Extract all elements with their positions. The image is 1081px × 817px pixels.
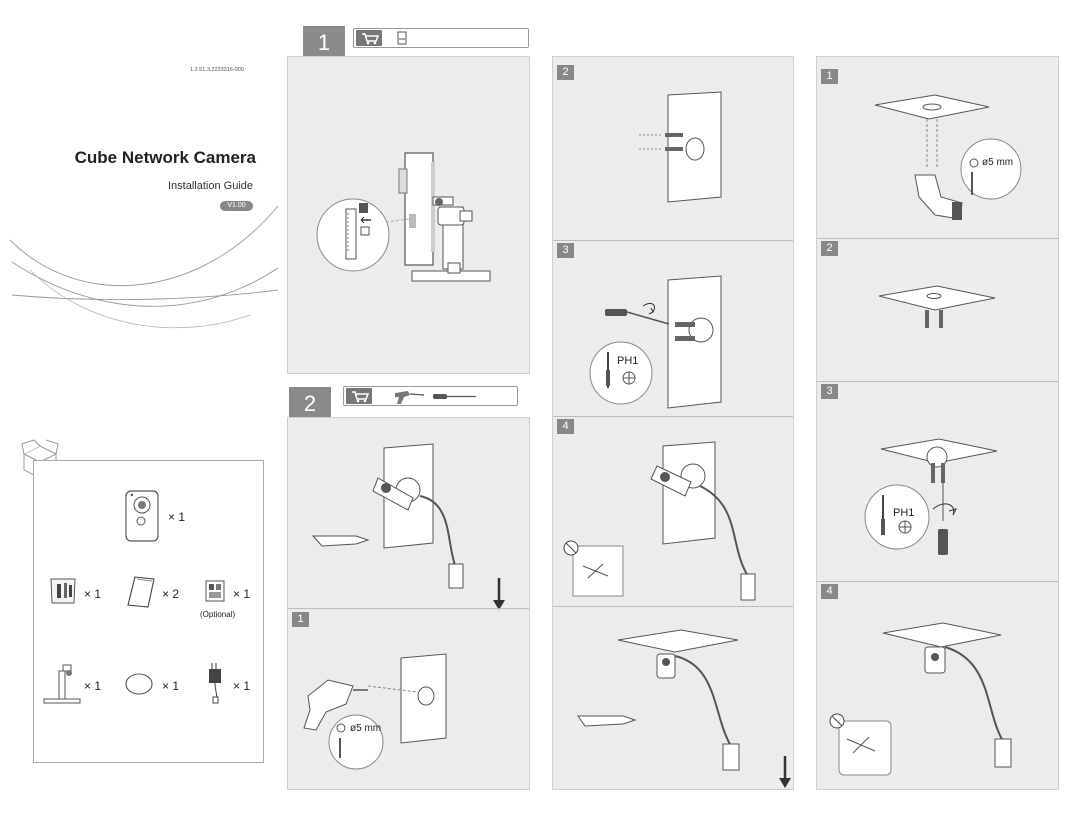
cart-icon	[356, 30, 382, 46]
documents-icon	[127, 576, 155, 608]
documents-qty: × 2	[162, 587, 180, 601]
step-number: 1	[821, 69, 838, 84]
drill-wall-illustration	[303, 653, 447, 770]
step-number: 1	[292, 612, 309, 627]
sd-card-optional: (Optional)	[200, 610, 236, 619]
screw-bag-icon	[50, 578, 76, 604]
cover-subtitle: Installation Guide	[168, 180, 253, 192]
step-number: 4	[821, 584, 838, 599]
sticker-qty: × 1	[162, 679, 180, 693]
version-badge: V1.00	[220, 201, 253, 211]
decorative-curves	[9, 205, 279, 329]
power-adapter-icon	[209, 663, 221, 704]
screwdriver-label: PH1	[617, 355, 639, 367]
wall-mount-illustration	[311, 443, 505, 610]
part-number: 1.2.51.3.2233316-000	[190, 67, 244, 73]
camera-qty: × 1	[168, 510, 186, 524]
cart-icon	[346, 388, 372, 404]
camera-icon	[125, 490, 159, 542]
bracket-icon	[43, 664, 81, 704]
panel-wall-finished: 1 ø5 mm	[287, 417, 530, 790]
step-number: 3	[821, 384, 838, 399]
step-number: 2	[557, 65, 574, 80]
step-number: 4	[557, 419, 574, 434]
section-1-tools	[353, 28, 529, 48]
step-number: 3	[557, 243, 574, 258]
screw-bag-qty: × 1	[84, 587, 102, 601]
drill-size-label: ø5 mm	[350, 723, 382, 734]
ceiling-drill-illustration	[874, 94, 1022, 220]
sticker-icon	[125, 673, 153, 695]
section-2-number: 2	[289, 387, 331, 421]
power-adapter-qty: × 1	[233, 679, 251, 693]
wall-camera-attach-illustration	[563, 441, 756, 601]
panel-sd-card-insert	[287, 56, 530, 374]
cover-title: Cube Network Camera	[74, 148, 256, 167]
screwdriver-icon	[433, 394, 476, 399]
ceiling-camera-attach-illustration	[829, 622, 1012, 776]
bracket-qty: × 1	[84, 679, 102, 693]
sd-card-qty: × 1	[233, 587, 251, 601]
camera-side-illustration	[316, 152, 491, 282]
panel-ceiling-mount: 1 ø5 mm 2 3 PH1 4	[816, 56, 1059, 790]
sd-card-icon	[397, 31, 407, 45]
step-number: 2	[821, 241, 838, 256]
ceiling-bracket-screw-illustration	[864, 438, 998, 555]
wall-bracket-screw-illustration	[589, 275, 722, 409]
panel-wall-mount: 2 3 PH1 4	[552, 56, 794, 790]
wall-finished-illustration	[577, 629, 791, 788]
section-1-number: 1	[303, 26, 345, 60]
section-2-tools	[343, 386, 518, 406]
drill-size-label: ø5 mm	[982, 157, 1014, 168]
ceiling-anchors-illustration	[878, 285, 996, 328]
wall-anchors-illustration	[639, 91, 722, 203]
drill-icon	[395, 391, 425, 404]
sd-card-icon	[205, 580, 225, 602]
screwdriver-label: PH1	[893, 507, 915, 519]
package-contents-box: × 1 × 1 × 2 × 1 (Optional) × 1 × 1	[33, 460, 264, 763]
